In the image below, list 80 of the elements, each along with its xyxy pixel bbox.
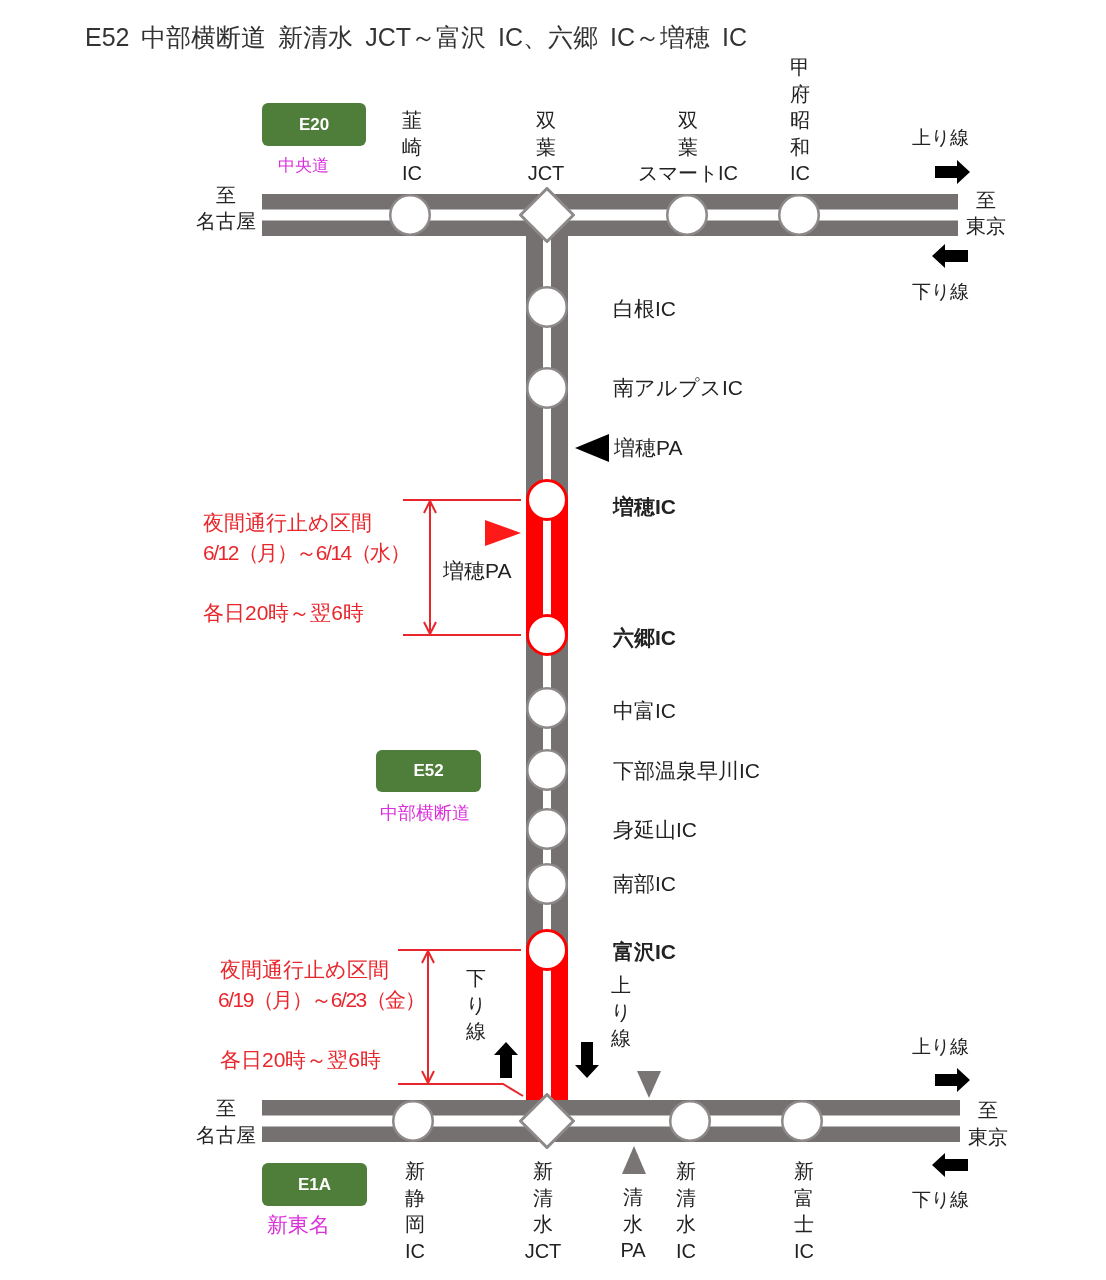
road-segment	[526, 729, 568, 749]
road-segment	[575, 1100, 669, 1142]
road-segment	[526, 409, 568, 479]
interchange-circle	[526, 929, 568, 971]
interchange-circle	[526, 479, 568, 521]
interchange-name: 中富IC	[613, 698, 676, 724]
closure-note: 夜間通行止め区間	[203, 510, 372, 536]
road-segment	[575, 194, 666, 236]
road-segment	[431, 194, 519, 236]
road-segment	[711, 1100, 781, 1142]
road-segment	[434, 1100, 519, 1142]
interchange-name: 双葉JCT	[527, 107, 565, 186]
route-name: 中央道	[277, 156, 329, 176]
interchange-name: 六郷IC	[613, 625, 676, 651]
closure-note: 夜間通行止め区間	[220, 957, 389, 983]
interchange-name: 富沢IC	[613, 939, 676, 965]
interchange-name: 下部温泉早川IC	[613, 758, 760, 784]
destination-label: 至名古屋	[190, 1094, 262, 1149]
road-segment	[526, 243, 568, 286]
destination-label: 至名古屋	[190, 181, 262, 235]
interchange-circle	[389, 194, 431, 236]
direction-label: 上り線	[611, 973, 631, 1051]
parking-area-label: 増穂PA	[614, 435, 683, 461]
road-segment	[526, 905, 568, 929]
interchange-circle	[392, 1100, 434, 1142]
interchange-circle	[526, 367, 568, 409]
interchange-name: 南部IC	[613, 871, 676, 897]
interchange-circle	[526, 286, 568, 328]
junction-diamond	[519, 187, 575, 243]
interchange-circle	[781, 1100, 823, 1142]
route-badge: E20	[262, 103, 366, 146]
interchange-circle	[778, 194, 820, 236]
road-segment	[262, 1100, 392, 1142]
road-segment	[820, 194, 958, 236]
interchange-name: 双葉スマートIC	[638, 107, 738, 186]
interchange-circle	[669, 1100, 711, 1142]
interchange-name: 新静岡IC	[405, 1159, 425, 1264]
interchange-name: 新清水JCT	[524, 1159, 562, 1264]
road-segment	[823, 1100, 960, 1142]
interchange-circle	[666, 194, 708, 236]
road-segment	[526, 521, 568, 614]
interchange-name: 甲府昭和IC	[790, 54, 810, 186]
closure-note: 各日20時～翌6時	[220, 1047, 382, 1073]
closure-note: 6/19（月）～6/23（金）	[218, 987, 425, 1013]
parking-area-label: 増穂PA	[443, 558, 512, 584]
direction-label: 上り線	[911, 1036, 969, 1058]
destination-label: 至東京	[958, 186, 1014, 240]
route-badge: E52	[376, 750, 481, 792]
interchange-name: 南アルプスIC	[613, 375, 743, 401]
closure-note: 6/12（月）～6/14（水）	[203, 540, 410, 566]
parking-area-label: 清水PA	[620, 1185, 646, 1263]
title: E52 中部横断道 新清水 JCT～富沢 IC、六郷 IC～増穂 IC	[85, 22, 747, 52]
interchange-circle	[526, 614, 568, 656]
interchange-name: 白根IC	[613, 296, 676, 322]
road-segment	[526, 328, 568, 367]
direction-label: 下り線	[466, 966, 486, 1044]
interchange-name: 新清水IC	[676, 1159, 696, 1264]
route-name: 新東名	[266, 1212, 330, 1238]
road-segment	[526, 971, 568, 1093]
interchange-circle	[526, 863, 568, 905]
road-segment	[526, 791, 568, 808]
destination-label: 至東京	[960, 1096, 1016, 1151]
route-badge: E1A	[262, 1163, 367, 1206]
junction-diamond	[519, 1093, 575, 1149]
interchange-circle	[526, 808, 568, 850]
direction-label: 上り線	[911, 127, 969, 149]
route-name: 中部横断道	[380, 802, 470, 824]
interchange-circle	[526, 687, 568, 729]
road-segment	[526, 656, 568, 687]
interchange-circle	[526, 749, 568, 791]
direction-label: 下り線	[911, 1189, 969, 1211]
road-segment	[526, 850, 568, 863]
interchange-name: 身延山IC	[613, 817, 697, 843]
interchange-name: 増穂IC	[613, 494, 676, 520]
road-segment	[262, 194, 389, 236]
interchange-name: 新富士IC	[794, 1159, 814, 1264]
closure-note: 各日20時～翌6時	[203, 600, 365, 626]
road-segment	[708, 194, 778, 236]
interchange-name: 韮崎IC	[402, 107, 422, 186]
direction-label: 下り線	[911, 281, 969, 303]
